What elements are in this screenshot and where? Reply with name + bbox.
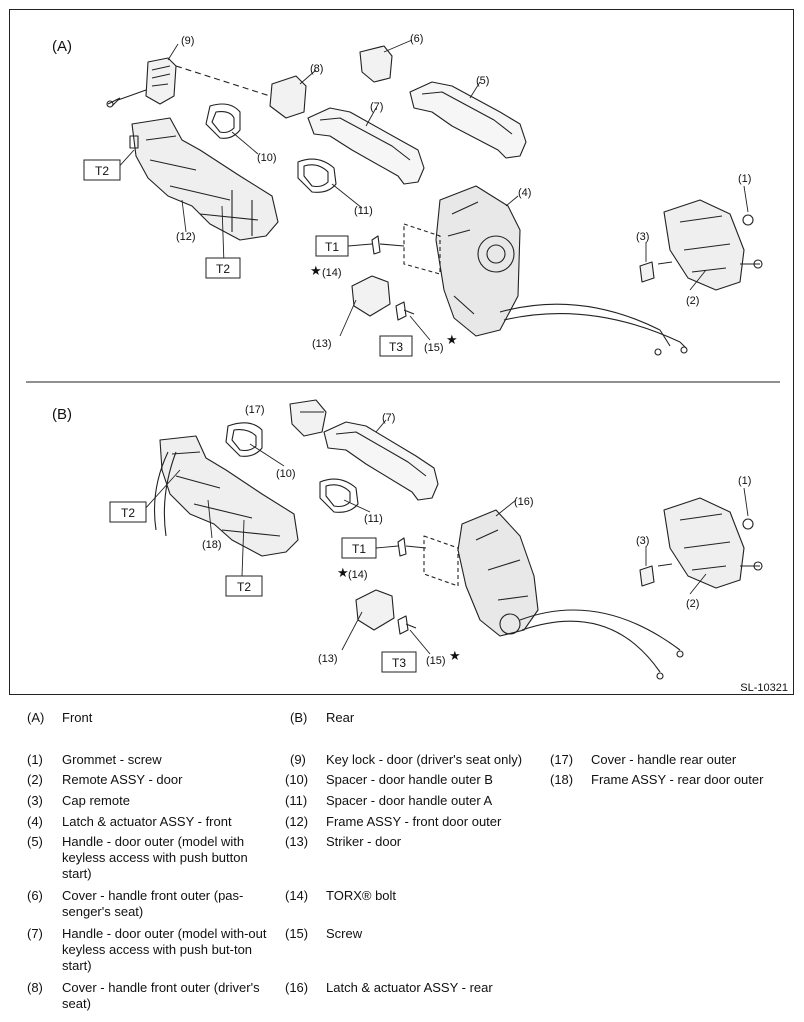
cap-remote-rear-part [639,565,655,587]
callout-14: (14) [348,569,368,581]
remote-assy-part [657,199,763,291]
callout-6: (6) [410,33,423,45]
figure-code: SL-10321 [740,682,788,694]
callout-13: (13) [318,653,338,665]
callout-8: (8) [310,63,323,75]
callout-12: (12) [176,231,196,243]
torque-label-t1: T1 [325,240,339,254]
legend: (A) Front (B) Rear (1) Grommet - screw (… [27,710,764,1011]
callout-17: (17) [245,404,265,416]
cover-front-driver-part [269,75,307,119]
diagram-frame [9,9,794,695]
callout-3: (3) [636,231,649,243]
torque-label-t2: T2 [216,262,230,276]
callout-2: (2) [686,598,699,610]
torque-label-t2: T2 [95,164,109,178]
callout-1: (1) [738,475,751,487]
torque-label-t2: T2 [121,506,135,520]
callout-3: (3) [636,535,649,547]
exploded-view-diagram: T2 T2 T1 T3 T2 T2 T1 T3 (A) (B) SL-10321… [26,33,788,694]
callout-1: (1) [738,173,751,185]
handle-outer-5-part [409,81,527,159]
callout-5: (5) [476,75,489,87]
callout-9: (9) [181,35,194,47]
torque-label-t2: T2 [237,580,251,594]
callout-10: (10) [276,468,296,480]
striker-rear-part [355,589,395,631]
star-icon: ★ [446,332,458,347]
latch-rear-part [423,509,684,680]
callout-14: (14) [322,267,342,279]
star-icon: ★ [337,565,349,580]
callout-13: (13) [312,338,332,350]
callout-7: (7) [382,412,395,424]
spacer-b-rear-part [225,422,263,457]
callout-11: (11) [364,513,383,525]
remote-assy-rear-part [657,497,763,589]
frame-front-part [129,117,279,241]
torx-bolt-rear-part [397,537,427,557]
screw-part [395,301,415,321]
torx-bolt-part [371,235,405,255]
latch-front-part [403,185,688,356]
striker-part [351,275,391,317]
frame-rear-part [154,435,299,557]
star-icon: ★ [449,648,461,663]
spacer-a-part [297,158,337,193]
cover-rear-part [289,399,327,437]
callout-15: (15) [424,342,444,354]
torque-label-t3: T3 [392,656,406,670]
torque-label-t3: T3 [389,340,403,354]
key-lock-part [106,57,177,108]
callout-2: (2) [686,295,699,307]
handle-outer-7-part [307,107,425,185]
star-icon: ★ [310,263,322,278]
cover-front-passenger-part [359,45,393,83]
callout-7: (7) [370,101,383,113]
callout-11: (11) [354,205,373,217]
handle-outer-rear-part [323,421,439,501]
torque-label-t1: T1 [352,542,366,556]
callout-4: (4) [518,187,531,199]
spacer-a-rear-part [319,478,359,513]
cap-remote-part [639,261,655,283]
spacer-b-part [205,103,241,139]
callout-18: (18) [202,539,222,551]
section-a-label: (A) [52,38,72,55]
screw-rear-part [397,615,417,635]
callout-16: (16) [514,496,534,508]
callout-15: (15) [426,655,446,667]
section-b-label: (B) [52,406,72,423]
callout-10: (10) [257,152,277,164]
